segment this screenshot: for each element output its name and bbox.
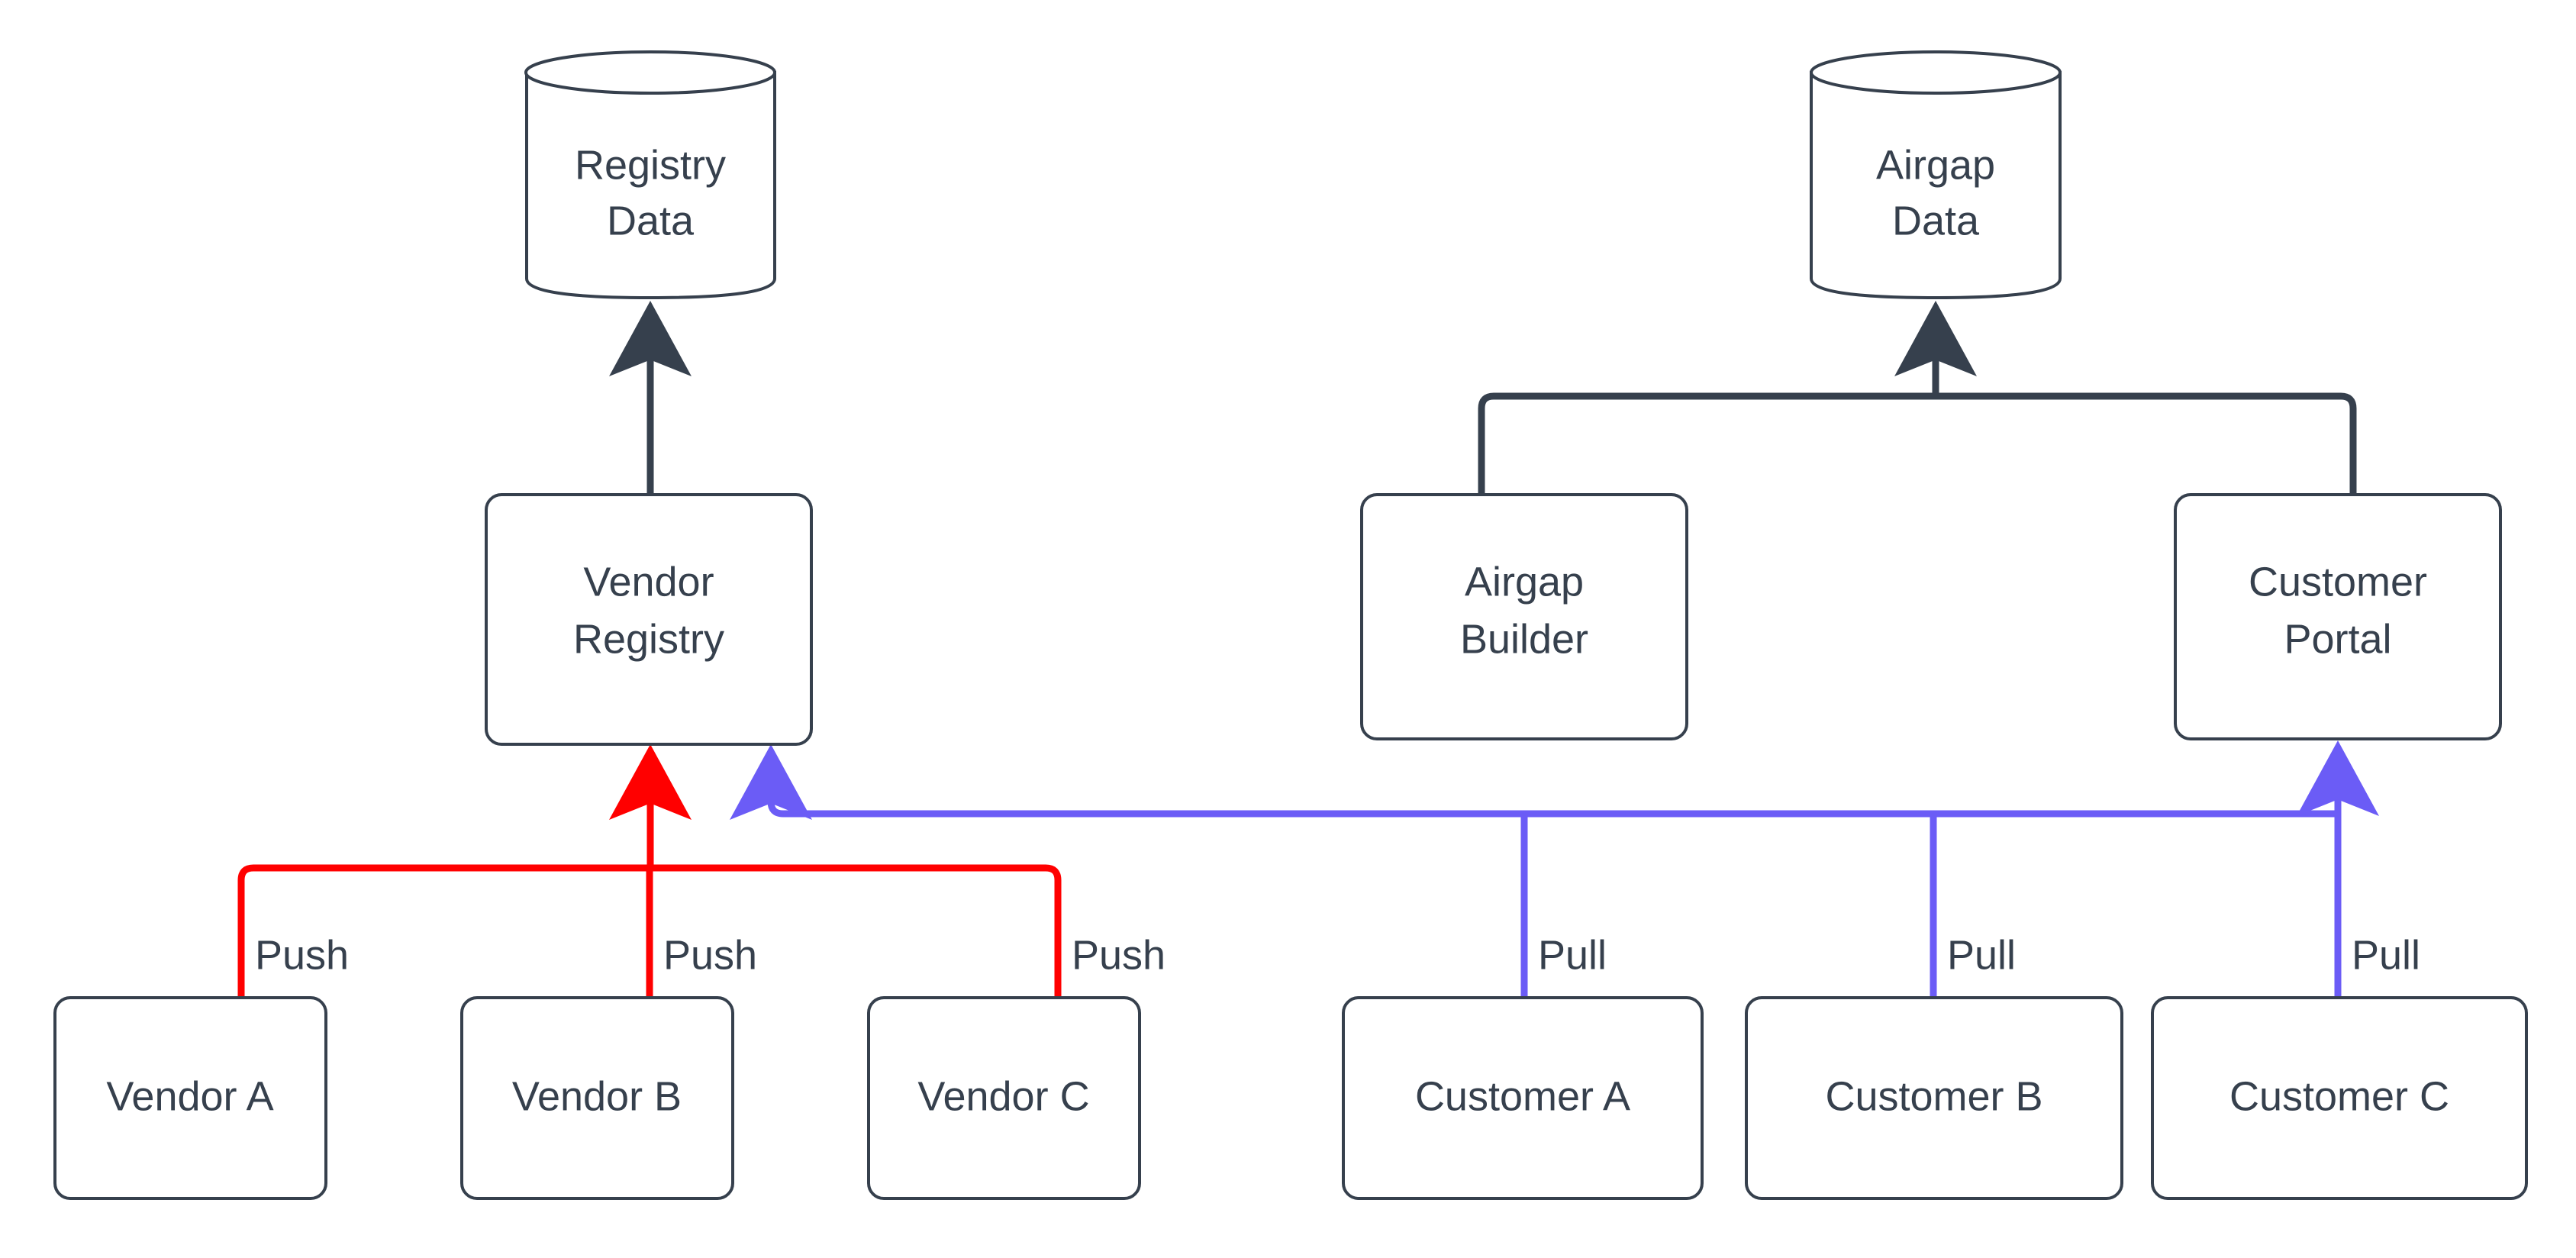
edge-customer-portal-to-airgap-data <box>1936 392 2357 495</box>
node-customer-portal-label-line1: Customer <box>2249 559 2427 605</box>
node-customer-portal-label-line2: Portal <box>2284 616 2391 662</box>
edge-label-customer-a-pull: Pull <box>1538 932 1607 978</box>
node-airgap-builder-label-line2: Builder <box>1460 616 1588 662</box>
datastore-airgap-data-label-line1: Airgap <box>1876 142 1995 188</box>
node-customer-b[interactable]: Customer B <box>1745 996 2123 1200</box>
node-vendor-a[interactable]: Vendor A <box>53 996 327 1200</box>
node-vendor-b-label: Vendor B <box>512 1073 682 1119</box>
node-vendor-registry-label-line2: Registry <box>573 616 724 662</box>
node-vendor-a-label: Vendor A <box>106 1073 273 1119</box>
node-customer-c-label: Customer C <box>2229 1073 2449 1119</box>
node-customer-b-label: Customer B <box>1825 1073 2042 1119</box>
edge-pull-trunk-to-vendor-registry <box>730 744 812 820</box>
edge-label-vendor-c-push: Push <box>1072 932 1165 978</box>
datastore-registry-data[interactable]: Registry Data <box>524 50 776 300</box>
node-customer-a-label: Customer A <box>1415 1073 1630 1119</box>
node-vendor-c-label: Vendor C <box>917 1073 1089 1119</box>
node-customer-c[interactable]: Customer C <box>2151 996 2528 1200</box>
node-customer-a[interactable]: Customer A <box>1342 996 1704 1200</box>
edge-vendor-c-push <box>650 864 1062 998</box>
edge-label-vendor-a-push: Push <box>255 932 349 978</box>
edge-vendor-a-push <box>237 864 650 998</box>
node-vendor-b[interactable]: Vendor B <box>460 996 734 1200</box>
edge-label-vendor-b-push: Push <box>663 932 757 978</box>
datastore-airgap-data-label-line2: Data <box>1892 198 1980 244</box>
datastore-registry-data-label-line1: Registry <box>575 142 726 188</box>
node-vendor-c[interactable]: Vendor C <box>867 996 1141 1200</box>
edge-label-customer-c-pull: Pull <box>2352 932 2420 978</box>
node-customer-portal[interactable]: Customer Portal <box>2174 493 2502 740</box>
node-airgap-builder[interactable]: Airgap Builder <box>1360 493 1688 740</box>
edge-label-customer-b-pull: Pull <box>1947 932 2016 978</box>
node-airgap-builder-label-line1: Airgap <box>1465 559 1584 605</box>
datastore-airgap-data[interactable]: Airgap Data <box>1810 50 2062 300</box>
node-vendor-registry[interactable]: Vendor Registry <box>485 493 813 746</box>
edge-airgap-builder-to-airgap-data <box>1478 392 1936 495</box>
datastore-registry-data-label-line2: Data <box>607 198 695 244</box>
node-vendor-registry-label-line1: Vendor <box>583 559 714 605</box>
